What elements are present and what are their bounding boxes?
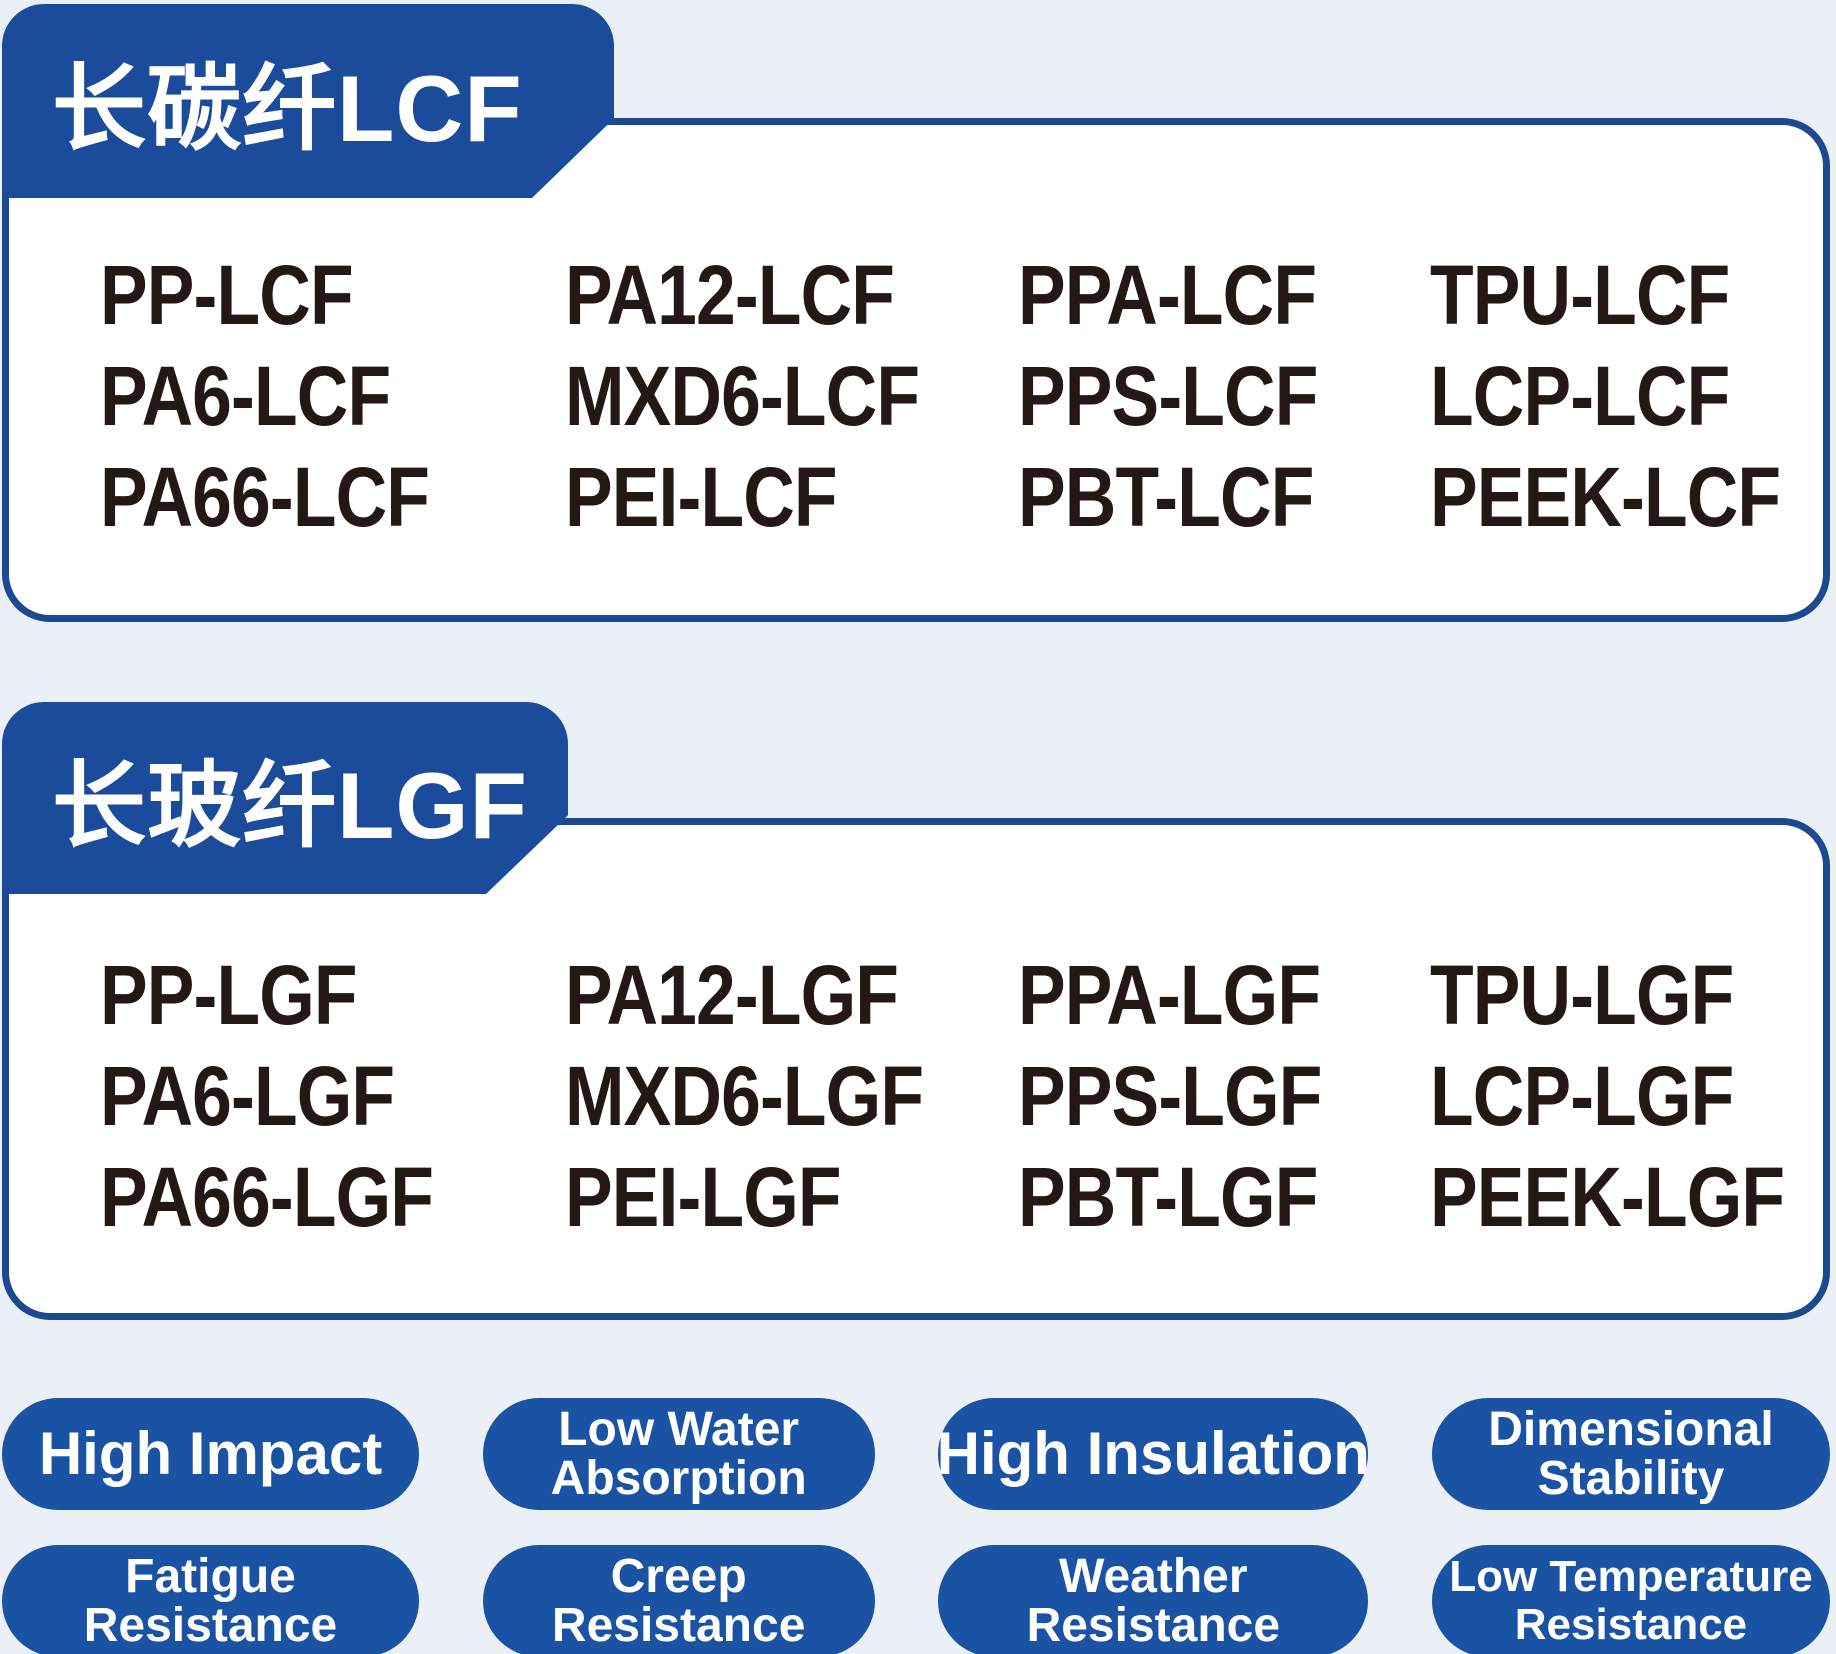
badge-low-temperature-resistance: Low Temperature Resistance <box>1431 1545 1830 1654</box>
material-item: PA66-LGF <box>100 1150 434 1244</box>
material-item: PA66-LCF <box>100 450 430 544</box>
badge-high-insulation: High Insulation <box>936 1398 1370 1510</box>
material-item: PBT-LGF <box>1018 1150 1318 1244</box>
badge-label: Fatigue <box>125 1550 296 1603</box>
badge-dimensional-stability: Dimensional Stability <box>1431 1398 1830 1510</box>
panel-tab-lcf: 长碳纤LCF <box>2 4 614 198</box>
panel-body-lgf: PP-LGF PA12-LGF PPA-LGF TPU-LGF PA6-LGF … <box>2 818 1830 1320</box>
material-item: PA6-LGF <box>100 1049 395 1143</box>
badge-fatigue-resistance: Fatigue Resistance <box>2 1545 419 1654</box>
material-item: PA6-LCF <box>100 349 391 443</box>
materials-grid-lcf: PP-LCF PA12-LCF PPA-LCF TPU-LCF PA6-LCF … <box>9 125 1823 548</box>
material-item: PA12-LGF <box>565 948 899 1042</box>
material-item: TPU-LCF <box>1430 248 1730 342</box>
badge-label: Low Temperature <box>1449 1552 1813 1601</box>
badge-label: Resistance <box>83 1599 338 1652</box>
badge-label: Resistance <box>551 1599 806 1652</box>
material-item: PBT-LCF <box>1018 450 1314 544</box>
material-item: PPS-LCF <box>1018 349 1318 443</box>
material-item: PEI-LGF <box>565 1150 842 1244</box>
material-item: PEEK-LGF <box>1430 1150 1785 1244</box>
badge-label: Dimensional <box>1488 1403 1774 1456</box>
material-item: PP-LCF <box>100 248 354 342</box>
material-item: LCP-LGF <box>1430 1049 1734 1143</box>
panel-title-lgf: 长玻纤LGF <box>52 753 528 858</box>
badge-creep-resistance: Creep Resistance <box>482 1545 875 1654</box>
panel-title-lcf: 长碳纤LCF <box>52 56 523 161</box>
materials-grid-lgf: PP-LGF PA12-LGF PPA-LGF TPU-LGF PA6-LGF … <box>9 825 1823 1248</box>
material-item: PEEK-LCF <box>1430 450 1781 544</box>
badge-label: Creep <box>610 1550 747 1603</box>
badge-label: Absorption <box>550 1452 807 1505</box>
material-item: MXD6-LGF <box>565 1049 924 1143</box>
material-item: TPU-LGF <box>1430 948 1734 1042</box>
material-item: PPA-LGF <box>1018 948 1321 1042</box>
badge-label: Weather <box>1059 1550 1248 1603</box>
badge-label: Resistance <box>1026 1599 1281 1652</box>
material-item: PP-LGF <box>100 948 358 1042</box>
material-item: MXD6-LCF <box>565 349 920 443</box>
panel-tab-lgf: 长玻纤LGF <box>2 702 568 894</box>
material-item: PEI-LCF <box>565 450 838 544</box>
badge-label: High Impact <box>38 1420 383 1487</box>
badge-label: Low Water <box>558 1403 800 1456</box>
material-item: PA12-LCF <box>565 248 895 342</box>
badge-label: Stability <box>1537 1452 1725 1505</box>
badge-weather-resistance: Weather Resistance <box>938 1545 1369 1654</box>
material-item: LCP-LCF <box>1430 349 1730 443</box>
badge-label: Resistance <box>1514 1600 1748 1649</box>
badge-low-water-absorption: Low Water Absorption <box>482 1398 875 1510</box>
panel-body-lcf: PP-LCF PA12-LCF PPA-LCF TPU-LCF PA6-LCF … <box>2 118 1830 622</box>
material-item: PPA-LCF <box>1018 248 1317 342</box>
property-badges: High Impact Low Water Absorption High In… <box>2 1398 1830 1654</box>
badge-label: High Insulation <box>936 1420 1370 1487</box>
material-item: PPS-LGF <box>1018 1049 1322 1143</box>
badge-high-impact: High Impact <box>2 1398 419 1510</box>
